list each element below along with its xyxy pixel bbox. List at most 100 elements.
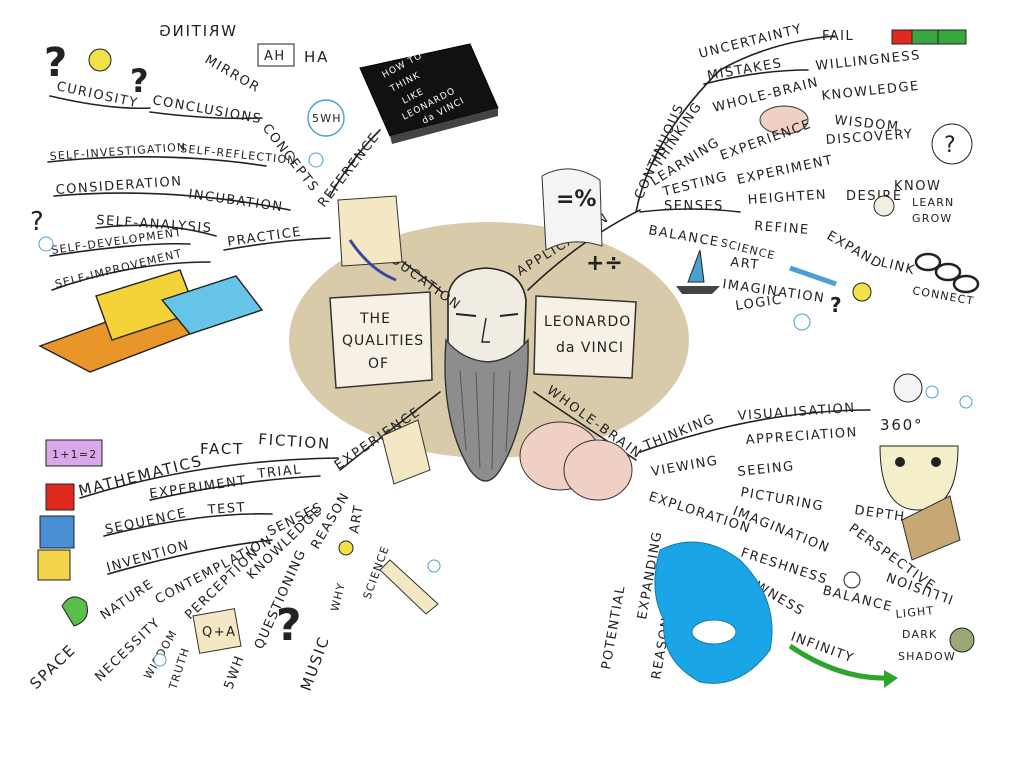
question-mark-icon: ? <box>130 62 149 100</box>
application-branch <box>527 209 641 291</box>
label-art: ART <box>730 255 761 273</box>
scales-icon <box>843 571 861 589</box>
label-connect: CONNECT <box>911 284 975 308</box>
notepad-icon <box>381 419 431 485</box>
lake-icon <box>654 541 773 684</box>
compass-icon <box>348 239 397 282</box>
book-cyan-icon <box>160 275 264 335</box>
center-left-line-1: THE <box>359 311 391 327</box>
label-360: 360° <box>880 416 923 434</box>
label-5wh: 5WH <box>312 112 342 125</box>
perspective-blocks-icon <box>901 495 961 561</box>
label-dark: DARK <box>902 628 937 641</box>
label-truth: TRUTH <box>166 646 192 692</box>
label-why: WHY <box>328 581 348 613</box>
question-mark-icon: ? <box>30 207 44 237</box>
label-practice: PRACTICE <box>226 225 303 250</box>
label-shadow: SHADOW <box>898 650 956 663</box>
label-wisdom: WISDOM <box>834 113 901 135</box>
sailboat-icon <box>676 249 720 294</box>
label-nature: NATURE <box>98 577 157 624</box>
label-curiosity: CURIOSITY <box>55 79 139 111</box>
label-depth: DEPTH <box>853 503 906 525</box>
cloud-icon <box>691 619 737 645</box>
label-viewing: VIEWING <box>650 453 720 480</box>
label-heighten: HEIGHTEN <box>747 187 827 208</box>
paper-icon <box>337 195 403 267</box>
sun-icon <box>338 540 354 556</box>
cube-blue-icon <box>39 515 75 549</box>
label-experiment: EXPERIMENT <box>736 153 835 188</box>
magnifier-icon <box>931 123 973 165</box>
question-mark-icon: ? <box>944 133 956 158</box>
label-sequence: SEQUENCE <box>104 506 189 538</box>
label-incubation: INCUBATION <box>187 187 284 215</box>
question-mark-icon: ? <box>830 293 842 317</box>
label-conclusions: CONCLUSIONS <box>151 93 263 127</box>
center-right-line-2: da VINCI <box>556 340 624 356</box>
right-scroll: LEONARDO da VINCI <box>533 295 637 379</box>
label-music: MUSIC <box>297 633 334 693</box>
math-symbols-icon: =% <box>556 187 596 212</box>
label-refine: REFINE <box>754 219 810 238</box>
center-left-line-3: OF <box>368 356 389 372</box>
sun-icon <box>88 48 112 72</box>
label-fiction: FICTION <box>258 430 332 453</box>
leonardo-portrait <box>444 267 529 482</box>
label-appreciation: APPRECIATION <box>745 425 858 448</box>
brain-icon <box>759 105 809 135</box>
qa-card <box>192 608 242 654</box>
label-discovery: DISCOVERY <box>825 127 914 148</box>
globe-icon <box>893 373 923 403</box>
label-art: ART <box>347 503 367 535</box>
label-know: KNOW <box>894 179 941 194</box>
cube-yellow-icon <box>37 549 71 581</box>
label-mistakes: MISTAKES <box>706 56 784 84</box>
ah-box <box>257 43 295 67</box>
label-grow: GROW <box>912 212 953 225</box>
question-mark-icon: ? <box>44 40 67 86</box>
experience-branch <box>339 391 441 471</box>
cloud-5wh <box>307 99 345 137</box>
math-symbols-icon: +÷ <box>586 251 623 276</box>
label-whole-brain: WHOLE-BRAIN <box>711 75 820 116</box>
label-learn: LEARN <box>912 196 954 209</box>
formula-block <box>45 439 103 467</box>
label-q-a: Q+A <box>202 625 237 640</box>
fail-box <box>891 29 913 45</box>
label-ah: AH <box>264 49 286 64</box>
label-link: LINK <box>879 255 917 278</box>
label-seeing: SEEING <box>737 459 796 480</box>
label-writing: WRITING <box>157 22 236 40</box>
apple-icon <box>949 627 975 653</box>
label-formula: 1+1=2 <box>52 448 97 461</box>
chain-icon <box>914 252 980 294</box>
label-infinity: INFINITY <box>789 630 856 667</box>
label-ha: HA <box>304 48 329 66</box>
label-thinking: THINKING <box>641 412 717 455</box>
center-right-line-1: LEONARDO <box>544 314 631 330</box>
label-knowledge: KNOWLEDGE <box>821 79 921 104</box>
drawing-hand-icon <box>379 559 439 615</box>
left-scroll: THE QUALITIES OF <box>329 291 433 389</box>
label-5wh: 5WH <box>222 653 248 691</box>
bottom-left-quadrant: 1+1=2 MATHEMATICS FACT FICTION EXPERIMEN… <box>26 419 441 693</box>
label-expand: EXPAND <box>824 228 885 272</box>
leaf-icon <box>61 596 88 627</box>
label-light: LIGHT <box>895 604 935 621</box>
label-willingness: WILLINGNESS <box>815 48 922 74</box>
label-fact: FACT <box>200 440 244 458</box>
label-test: TEST <box>206 500 246 518</box>
label-space: SPACE <box>26 641 79 693</box>
label-potential: POTENTIAL <box>599 584 629 671</box>
label-mirror: MIRROR <box>202 52 263 96</box>
label-trial: TRIAL <box>256 462 303 482</box>
label-self-investigation: SELF-INVESTIGATION <box>49 140 186 163</box>
label-logic: LOGIC <box>734 292 783 313</box>
math-paper-icon <box>541 168 603 251</box>
reference-branch <box>329 129 381 197</box>
question-mark-icon: ? <box>276 600 302 651</box>
label-visualisation: VISUALISATION <box>737 401 856 424</box>
